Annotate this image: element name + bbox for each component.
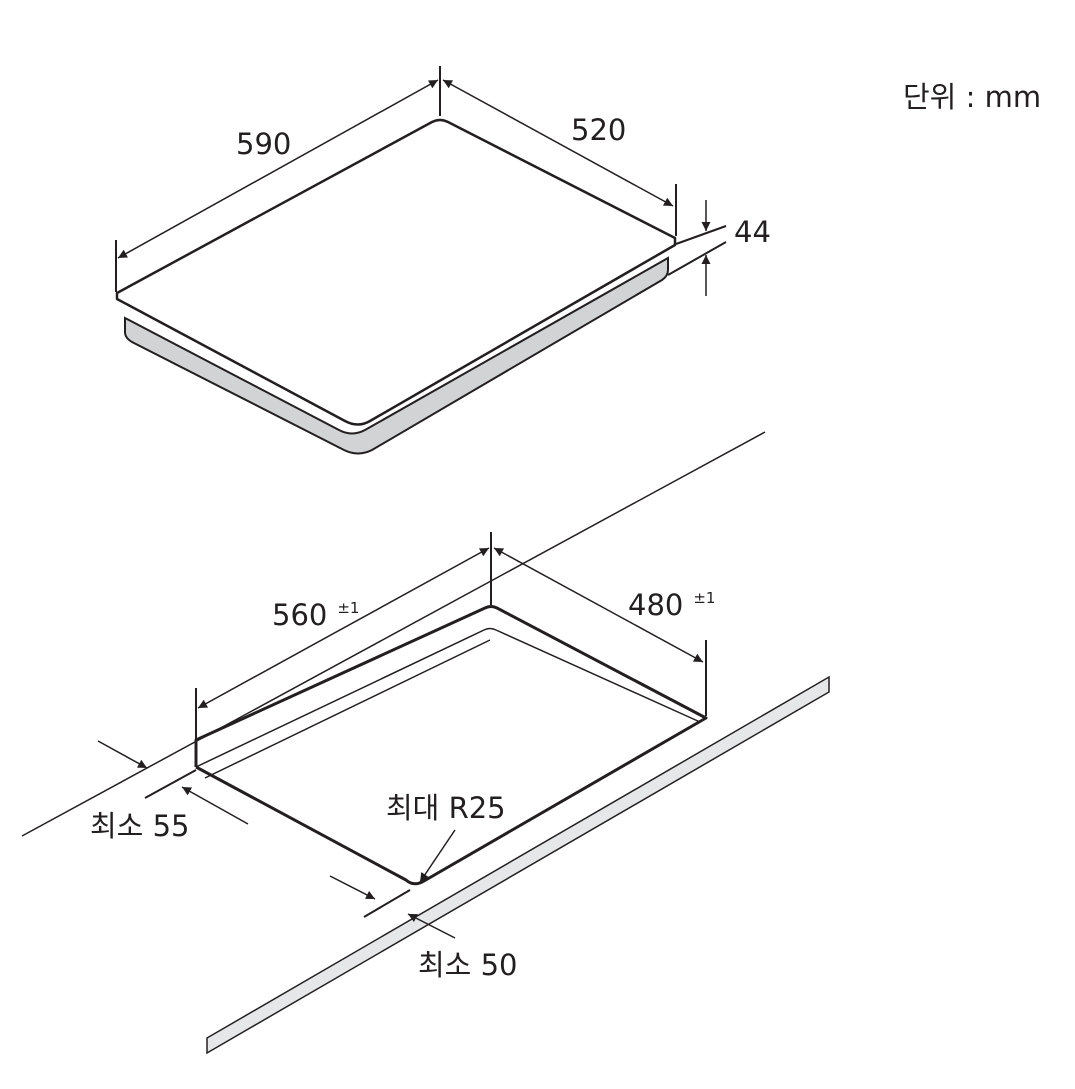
hob-drawing [115, 118, 677, 455]
hob-body-side [124, 256, 669, 455]
cutout-depth-dimension-line [493, 547, 704, 663]
front-clearance-label: 최소 50 [418, 948, 517, 982]
hob-height-label: 44 [734, 215, 771, 249]
front-clearance-arrow-outer [329, 875, 376, 900]
radius-leader [419, 829, 456, 883]
back-clearance-label: 최소 55 [90, 809, 189, 843]
hob-depth-label: 520 [571, 113, 626, 147]
cutout-width-label: 560±1 [272, 598, 359, 632]
back-clearance-arrow-outer [97, 740, 148, 769]
hob-glass-top [115, 118, 677, 426]
depth-dimension-line [442, 79, 674, 207]
width-dimension-line [117, 79, 439, 259]
cutout-depth-label: 480±1 [628, 588, 715, 622]
back-clearance-arrow-inner [181, 786, 249, 825]
hob-width-label: 590 [236, 127, 291, 161]
front-clearance-arrow-inner [407, 913, 456, 939]
countertop-front-edge [206, 675, 830, 1055]
corner-radius-label: 최대 R25 [386, 791, 506, 825]
unit-label: 단위 : mm [903, 80, 1041, 114]
hob-dimensions [115, 66, 727, 296]
cutout-dimensions [97, 532, 707, 939]
cutout-width-dimension-line [197, 547, 490, 709]
